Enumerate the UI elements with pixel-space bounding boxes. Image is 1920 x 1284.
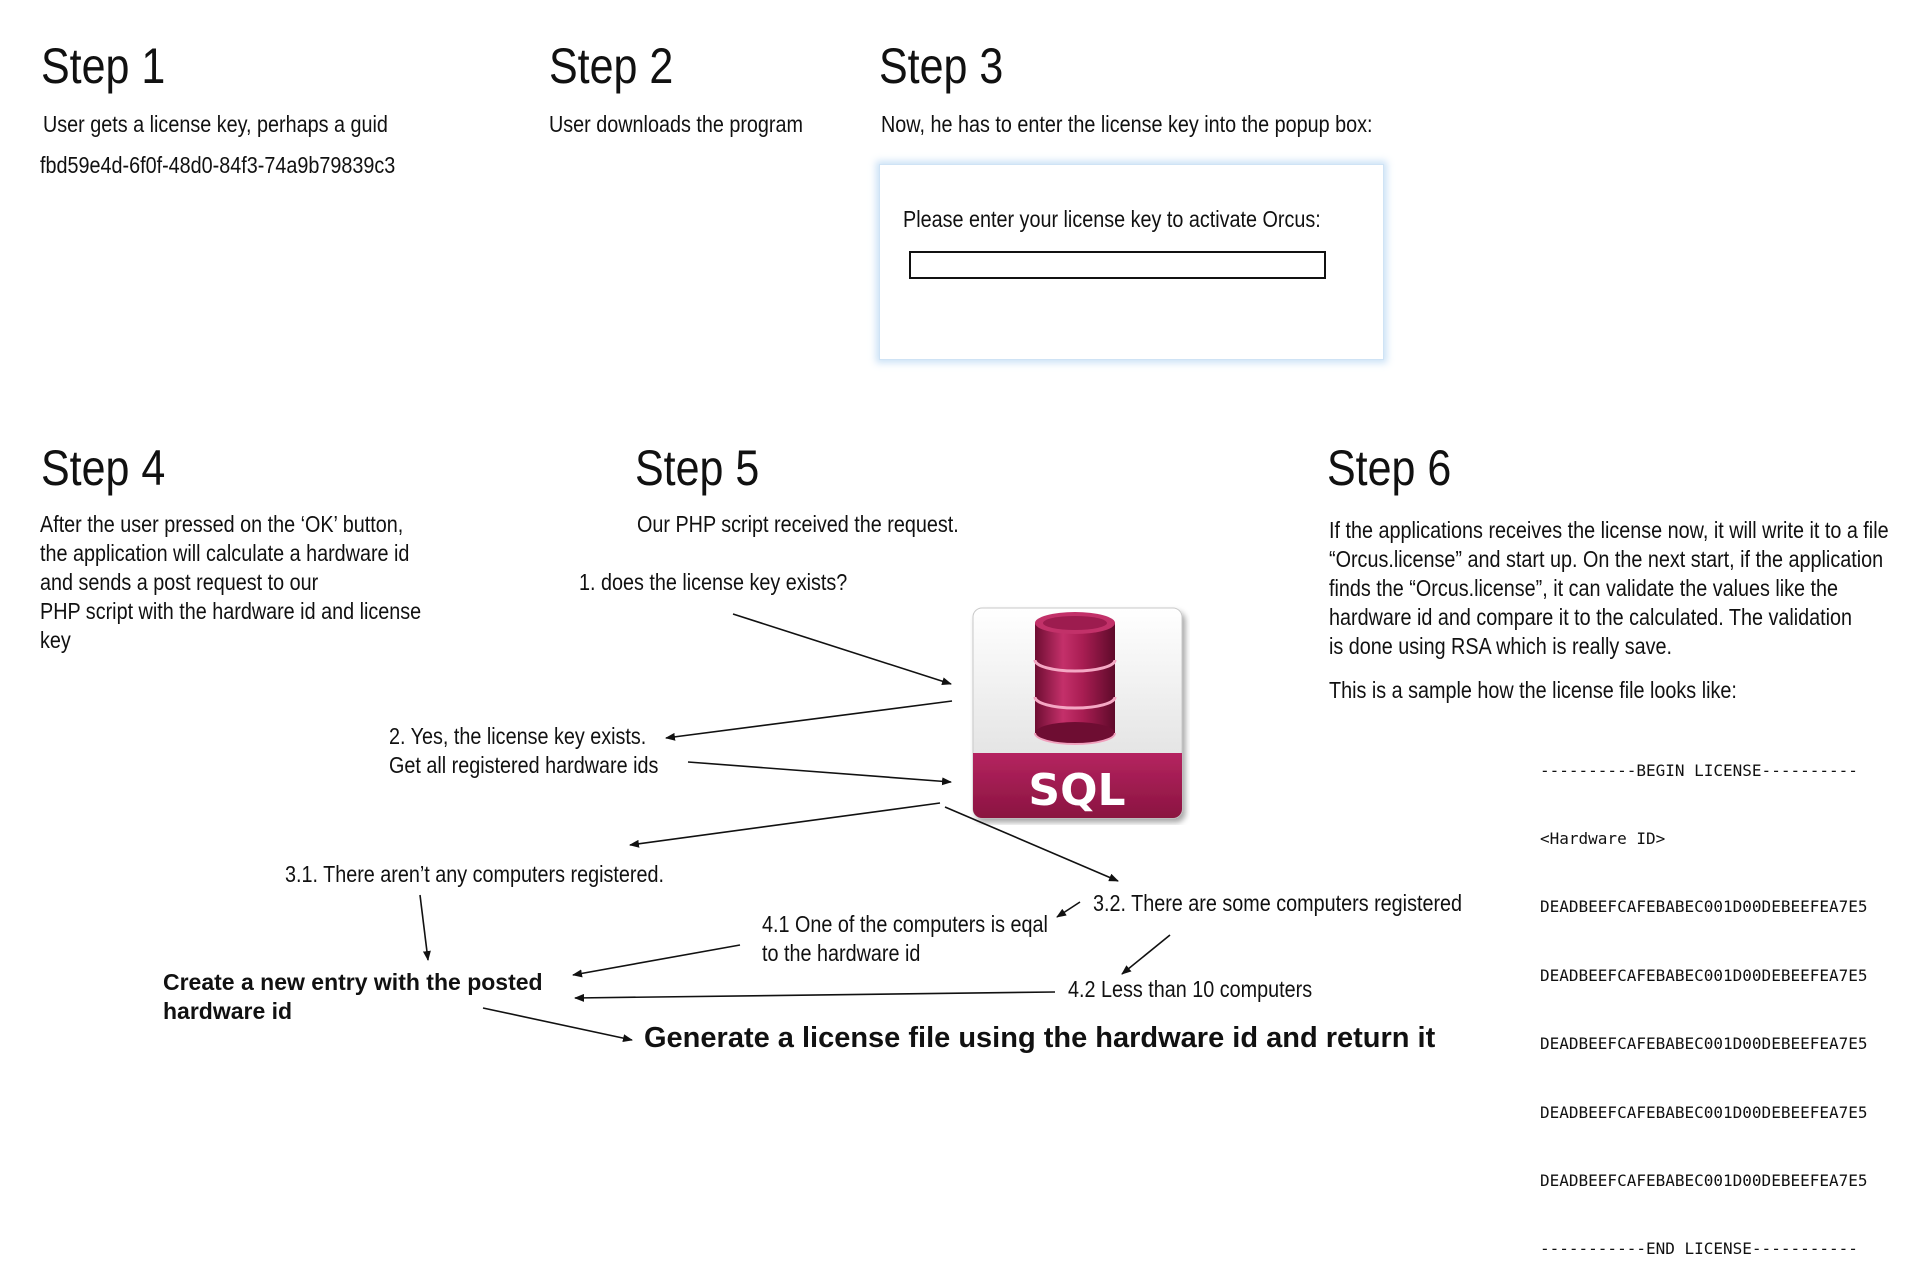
step-4-title: Step 4 bbox=[41, 440, 166, 496]
license-line: DEADBEEFCAFEBABEC001D00DEBEEFEA7E5 bbox=[1540, 965, 1868, 985]
flow-line: 4.1 One of the computers is eqal bbox=[762, 911, 1048, 937]
arrow-create-to-generate bbox=[482, 1007, 633, 1043]
arrow-db-to-no-computers bbox=[629, 802, 941, 848]
arrow-db-to-yes bbox=[665, 700, 953, 741]
flow-line: hardware id bbox=[163, 998, 293, 1024]
flow-line: 2. Yes, the license key exists. bbox=[389, 723, 647, 749]
flow-line: to the hardware id bbox=[762, 940, 921, 966]
flow-step-generate-license: Generate a license file using the hardwa… bbox=[644, 1022, 1436, 1054]
step-4-line: the application will calculate a hardwar… bbox=[40, 540, 410, 566]
flow-arrows bbox=[419, 613, 1171, 1043]
license-line: -----------END LICENSE----------- bbox=[1540, 1239, 1858, 1259]
sql-label: SQL bbox=[1028, 765, 1125, 816]
popup-prompt: Please enter your license key to activat… bbox=[903, 206, 1321, 232]
flow-step-license-exists-yes: 2. Yes, the license key exists. Get all … bbox=[389, 722, 658, 780]
step-6-line: finds the “Orcus.license”, it can valida… bbox=[1329, 575, 1839, 601]
step-4-line: After the user pressed on the ‘OK’ butto… bbox=[40, 511, 404, 537]
sql-database-icon: SQL bbox=[970, 605, 1190, 825]
arrow-yes-to-db bbox=[687, 761, 952, 786]
flow-step-license-exists-question: 1. does the license key exists? bbox=[579, 569, 848, 595]
step-6-line: “Orcus.license” and start up. On the nex… bbox=[1329, 546, 1884, 572]
step-1-text: User gets a license key, perhaps a guid bbox=[43, 111, 388, 137]
license-key-input[interactable] bbox=[909, 251, 1326, 279]
flow-step-some-computers: 3.2. There are some computers registered bbox=[1093, 890, 1463, 916]
step-5-text: Our PHP script received the request. bbox=[637, 511, 959, 537]
license-line: DEADBEEFCAFEBABEC001D00DEBEEFEA7E5 bbox=[1540, 1034, 1868, 1054]
step-4-description: After the user pressed on the ‘OK’ butto… bbox=[40, 510, 421, 655]
step-6-line: If the applications receives the license… bbox=[1329, 517, 1889, 543]
flow-step-less-than-ten: 4.2 Less than 10 computers bbox=[1068, 976, 1313, 1002]
step-6-line: is done using RSA which is really save. bbox=[1329, 633, 1673, 659]
flow-line: Create a new entry with the posted bbox=[163, 969, 543, 995]
license-line: ----------BEGIN LICENSE---------- bbox=[1540, 760, 1858, 780]
step-6-sample-intro: This is a sample how the license file lo… bbox=[1329, 677, 1737, 703]
license-file-sample: ----------BEGIN LICENSE---------- <Hardw… bbox=[1540, 714, 1868, 1284]
step-6-description: If the applications receives the license… bbox=[1329, 516, 1889, 661]
flow-step-no-computers: 3.1. There aren’t any computers register… bbox=[285, 861, 664, 887]
license-line: DEADBEEFCAFEBABEC001D00DEBEEFEA7E5 bbox=[1540, 1102, 1868, 1122]
arrow-no-computers-to-create bbox=[419, 894, 431, 961]
step-3-title: Step 3 bbox=[879, 38, 1004, 94]
step-2-text: User downloads the program bbox=[549, 111, 803, 137]
step-6-line: hardware id and compare it to the calcul… bbox=[1329, 604, 1853, 630]
license-line: DEADBEEFCAFEBABEC001D00DEBEEFEA7E5 bbox=[1540, 897, 1868, 917]
arrow-equal-to-create bbox=[572, 944, 741, 978]
step-5-title: Step 5 bbox=[635, 440, 760, 496]
step-2-title: Step 2 bbox=[549, 38, 674, 94]
step-6-title: Step 6 bbox=[1327, 440, 1452, 496]
flow-step-computer-equal: 4.1 One of the computers is eqal to the … bbox=[762, 910, 1048, 968]
database-cylinder-icon bbox=[1033, 612, 1117, 745]
license-line: <Hardware ID> bbox=[1540, 828, 1666, 848]
arrow-db-to-some-computers bbox=[944, 806, 1119, 882]
step-4-line: PHP script with the hardware id and lice… bbox=[40, 598, 422, 624]
step-3-text: Now, he has to enter the license key int… bbox=[881, 111, 1373, 137]
arrow-some-to-equal bbox=[1056, 901, 1081, 918]
arrow-question-to-db bbox=[732, 613, 952, 686]
sql-label-band bbox=[973, 753, 1182, 818]
sql-database-graphic: SQL bbox=[972, 607, 1183, 819]
step-4-line: key bbox=[40, 627, 71, 653]
flow-step-create-entry: Create a new entry with the posted hardw… bbox=[163, 968, 543, 1026]
step-1-title: Step 1 bbox=[41, 38, 166, 94]
license-key-guid: fbd59e4d-6f0f-48d0-84f3-74a9b79839c3 bbox=[40, 152, 396, 178]
license-line: DEADBEEFCAFEBABEC001D00DEBEEFEA7E5 bbox=[1540, 1170, 1868, 1190]
flow-line: Get all registered hardware ids bbox=[389, 752, 659, 778]
arrow-less-than-to-create bbox=[574, 991, 1056, 1002]
step-4-line: and sends a post request to our bbox=[40, 569, 319, 595]
arrow-some-to-less-than bbox=[1121, 934, 1171, 975]
